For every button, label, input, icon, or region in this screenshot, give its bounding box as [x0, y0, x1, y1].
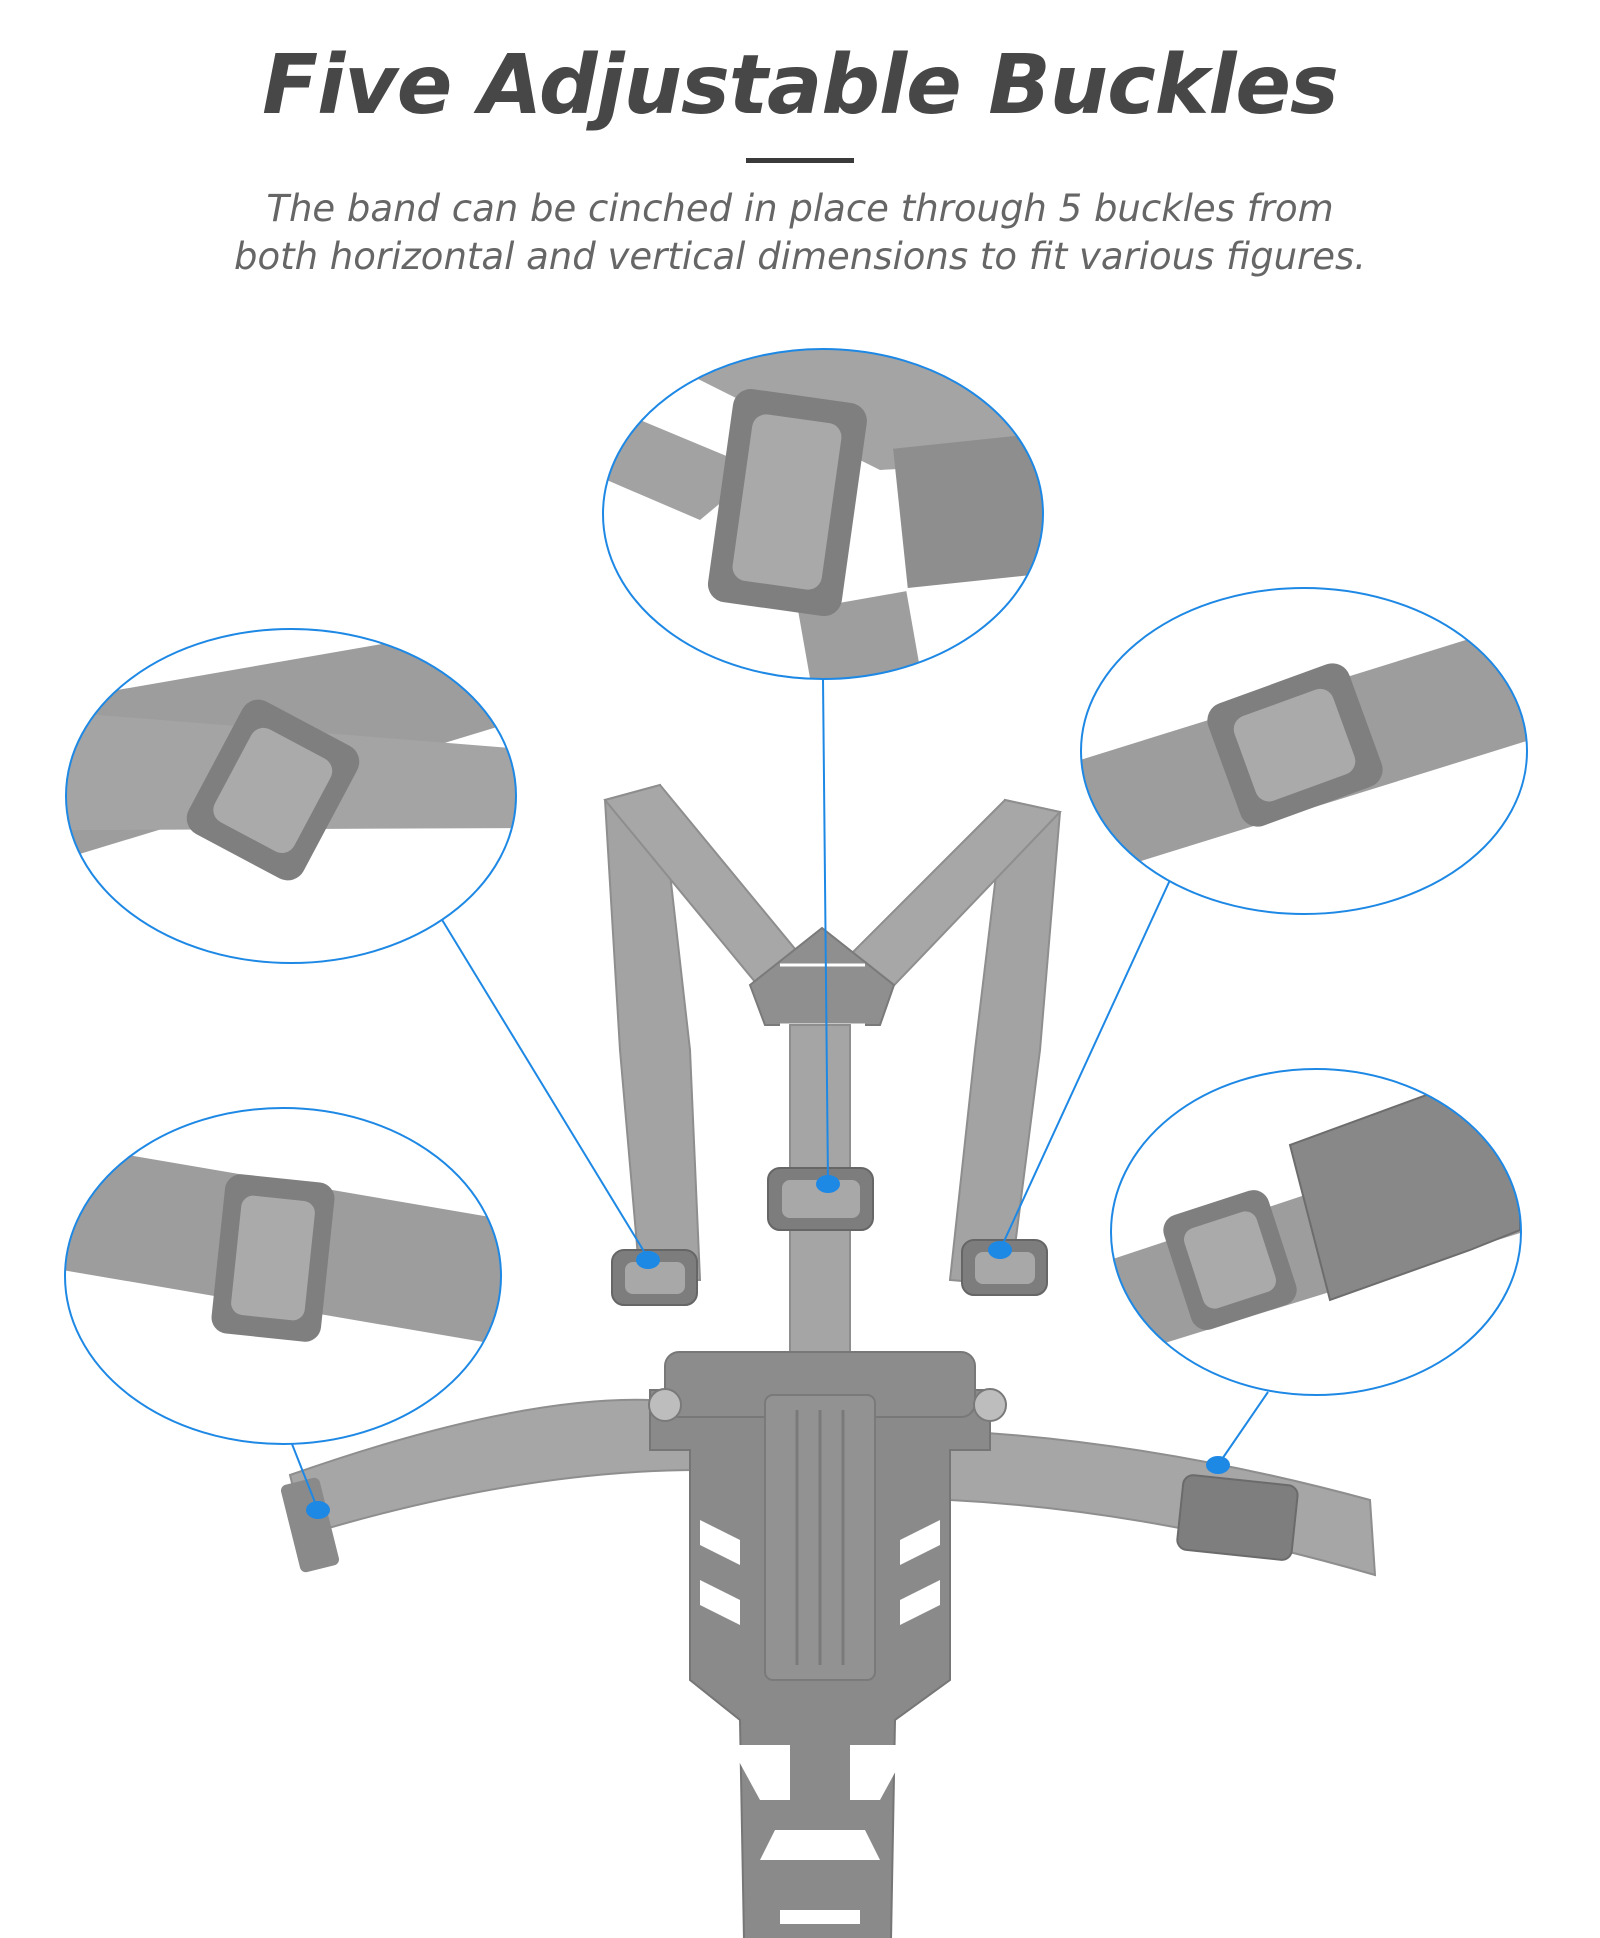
- waist-belt-right: [938, 1428, 1377, 1577]
- callout-top-center: [602, 348, 1044, 680]
- description: The band can be cinched in place through…: [0, 185, 1600, 281]
- description-line-1: The band can be cinched in place through…: [266, 187, 1334, 230]
- page-title: Five Adjustable Buckles: [262, 38, 1339, 133]
- title-underline: [746, 158, 854, 163]
- callout-lower-left: [64, 1107, 502, 1445]
- callout-connectors: [291, 678, 1269, 1511]
- right-screw-knob: [973, 1388, 1007, 1422]
- callout-upper-right: [1080, 587, 1528, 915]
- description-line-2: both horizontal and vertical dimensions …: [233, 235, 1367, 278]
- back-yoke: [748, 926, 896, 1026]
- callout-upper-left: [65, 628, 517, 964]
- left-belt-end: [280, 1477, 340, 1573]
- side-release-buckle: [1176, 1474, 1299, 1561]
- callout-lower-right: [1110, 1068, 1522, 1396]
- callout-points: [306, 1175, 1230, 1519]
- left-screw-knob: [648, 1388, 682, 1422]
